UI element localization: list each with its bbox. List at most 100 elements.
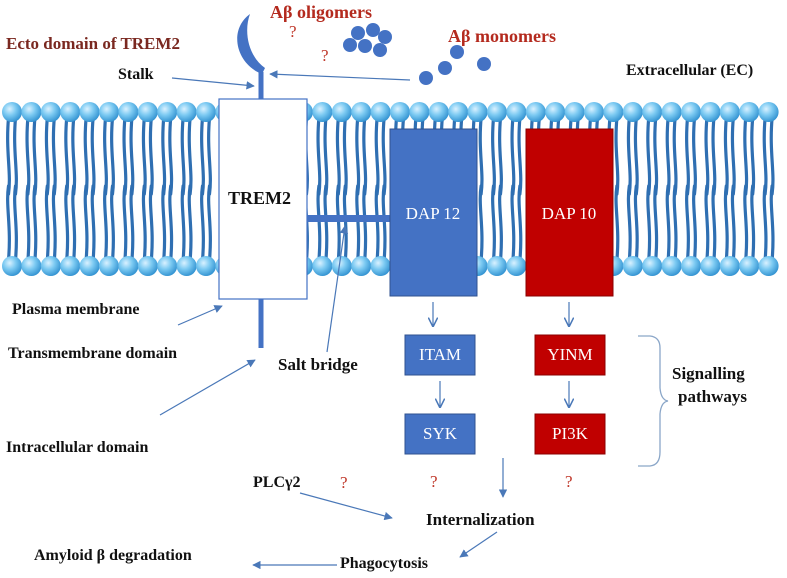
lipid-tail-lower <box>653 184 659 262</box>
lipid-head-upper <box>99 102 119 122</box>
lipid-head-upper <box>642 102 663 122</box>
lipid-tail-lower <box>614 184 620 262</box>
dap12-box <box>389 128 478 297</box>
plc-to-internalization-arrow <box>299 492 393 521</box>
lipid-tail-lower <box>750 184 756 262</box>
lipid-tail-lower <box>110 184 115 262</box>
lipid-tail-lower <box>122 184 128 262</box>
lipid-head-upper <box>584 102 604 122</box>
salt-bridge-arrow <box>326 225 349 353</box>
plcg2-label: PLCγ2 <box>253 474 301 491</box>
lipid-tail-lower <box>168 184 174 262</box>
lipid-tail-lower <box>665 184 671 262</box>
trem2-ecto-domain-shape <box>237 14 265 74</box>
pi3k-box <box>534 413 606 455</box>
lipid-tail-lower <box>323 184 329 262</box>
signalling-pathways-brace <box>638 335 669 467</box>
signalling-label-line1: Signalling <box>672 364 745 383</box>
lipid-tail-lower <box>362 184 368 262</box>
lipid-tail-lower <box>83 184 89 262</box>
lipid-tail-lower <box>374 184 380 262</box>
itam-path-question-mark: ? <box>430 472 438 491</box>
lipid-tail-upper <box>626 116 632 196</box>
lipid-tail-lower <box>730 184 736 262</box>
lipid-tail-upper <box>743 116 749 196</box>
lipid-head-upper <box>719 102 740 122</box>
lipid-head-upper <box>409 102 430 122</box>
lipid-tail-upper <box>355 116 361 196</box>
lipid-head-upper <box>79 102 100 122</box>
abeta-monomers-label: Aβ monomers <box>448 26 556 46</box>
lipid-tail-lower <box>6 184 11 262</box>
lipid-tail-upper <box>51 116 57 196</box>
lipid-head-upper <box>331 102 352 122</box>
lipid-head-lower <box>157 256 178 276</box>
dap12-label: DAP 12 <box>405 204 461 223</box>
lipid-head-upper <box>564 102 585 122</box>
lipid-head-lower <box>370 256 391 276</box>
stalk-label-arrow <box>171 77 255 90</box>
lipid-tail-lower <box>478 184 484 262</box>
lipid-tail-lower <box>103 184 108 262</box>
lipid-head-lower <box>487 256 507 276</box>
lipid-tail-upper <box>762 116 768 196</box>
lipid-head-lower <box>351 256 372 276</box>
lipid-head-lower <box>700 256 721 276</box>
lipid-tail-upper <box>711 116 717 196</box>
itam-box <box>404 334 476 376</box>
lipid-tail-upper <box>723 116 729 196</box>
lipid-head-upper <box>545 102 566 122</box>
lipid-tail-lower <box>498 184 503 262</box>
lipid-tail-upper <box>335 116 341 196</box>
lipid-tail-lower <box>633 184 639 262</box>
stalk-label: Stalk <box>118 66 154 83</box>
lipid-tail-upper <box>180 116 186 196</box>
trem2-label: TREM2 <box>228 188 291 208</box>
lipid-tail-lower <box>207 184 212 262</box>
plc-question-mark: ? <box>340 473 348 492</box>
lipid-tail-upper <box>769 116 775 196</box>
abeta-oligomers-cluster <box>343 23 392 57</box>
lipid-tail-upper <box>25 116 31 196</box>
lipid-head-upper <box>739 102 760 122</box>
lipid-tail-upper <box>381 116 387 196</box>
lipid-tail-lower <box>90 184 96 262</box>
abeta-oligomers-label: Aβ oligomers <box>270 2 372 22</box>
lipid-head-upper <box>758 102 779 122</box>
lipid-tail-upper <box>44 116 50 196</box>
lipid-tail-lower <box>646 184 652 262</box>
plasma-membrane-label: Plasma membrane <box>12 301 140 318</box>
lipid-tail-upper <box>71 116 77 196</box>
lipid-tail-upper <box>665 116 671 196</box>
transmembrane-arrow <box>159 359 256 416</box>
lipid-tail-lower <box>141 184 147 262</box>
lipid-tail-upper <box>129 116 135 196</box>
lipid-tail-lower <box>32 184 38 262</box>
lipid-head-lower <box>681 256 701 276</box>
lipid-head-lower <box>118 256 139 276</box>
lipid-head-lower <box>758 256 779 276</box>
itam-label: ITAM <box>418 345 462 364</box>
lipid-tail-lower <box>685 184 690 262</box>
lipid-tail-upper <box>362 116 368 196</box>
lipid-tail-lower <box>13 184 18 262</box>
lipid-tail-upper <box>200 116 205 196</box>
lipid-tail-lower <box>44 184 50 262</box>
lipid-head-upper <box>312 102 333 122</box>
lipid-head-upper <box>60 102 81 122</box>
lipid-tail-lower <box>769 184 775 262</box>
oligomers-question-mark-2: ? <box>321 46 329 65</box>
lipid-tail-lower <box>342 184 348 262</box>
lipid-head-lower <box>739 256 760 276</box>
transmembrane-domain-label: Transmembrane domain <box>8 345 178 362</box>
dap10-box <box>525 128 614 297</box>
lipid-tail-upper <box>517 116 523 196</box>
lipid-head-lower <box>137 256 158 276</box>
lipid-tail-upper <box>510 116 516 196</box>
lipid-tail-upper <box>32 116 38 196</box>
lipid-head-upper <box>448 102 469 122</box>
abeta-monomers-cluster <box>419 45 491 85</box>
lipid-tail-upper <box>750 116 756 196</box>
